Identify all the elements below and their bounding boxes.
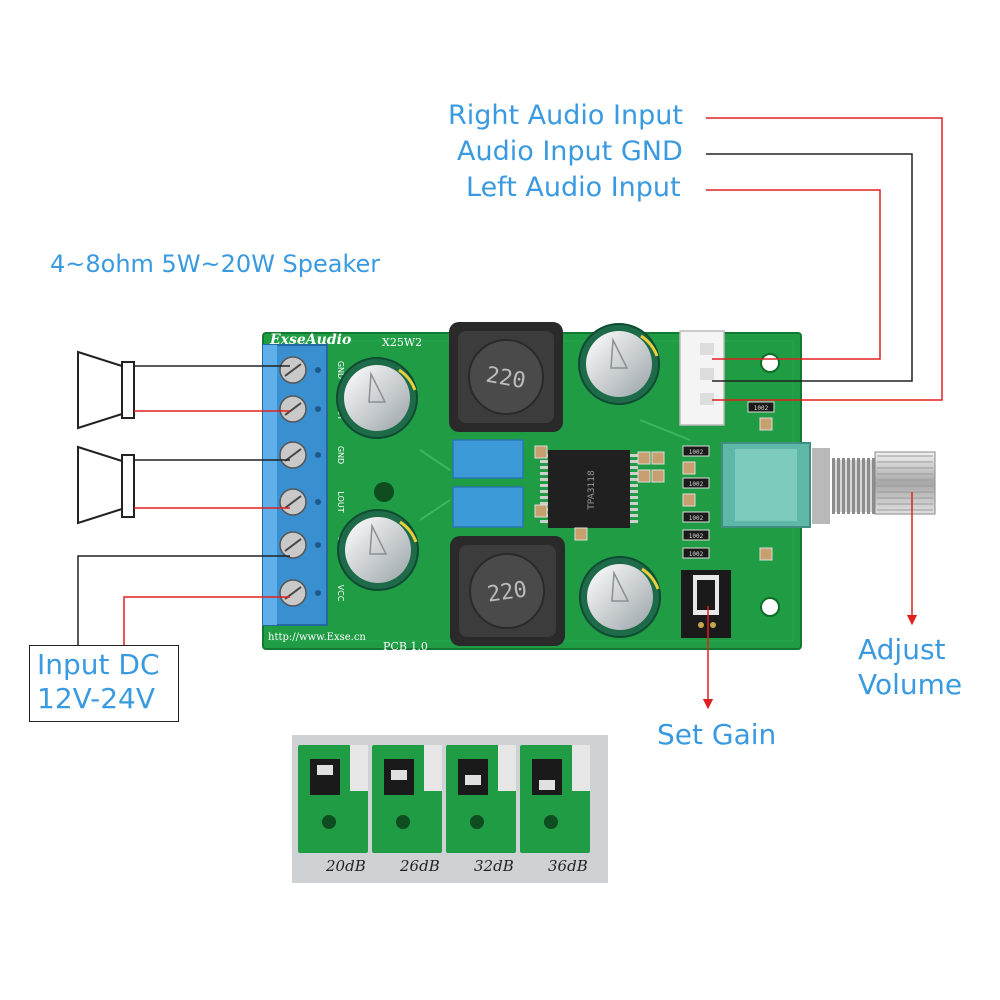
smd-capacitor <box>682 493 696 507</box>
speaker-icon <box>77 445 135 525</box>
input-dc-label: Input DC <box>37 648 160 681</box>
svg-text:1002: 1002 <box>689 449 704 456</box>
amplifier-chip: TPA3118 <box>540 450 638 528</box>
electrolytic-capacitor <box>337 509 419 591</box>
speaker-icon <box>77 350 135 430</box>
jumper-icon <box>384 759 414 795</box>
smd-resistor: 1002 <box>682 511 710 523</box>
smd-capacitor <box>637 469 651 483</box>
mounting-hole <box>374 482 394 502</box>
svg-text:1002: 1002 <box>689 533 704 540</box>
smd-capacitor <box>651 469 665 483</box>
gain-option-label: 20dB <box>326 857 366 875</box>
adjust-volume-label-1: Adjust <box>858 633 946 666</box>
gain-option-card <box>446 745 516 853</box>
gain-jumper-header <box>681 570 731 638</box>
smd-capacitor <box>651 451 665 465</box>
jumper-icon <box>458 759 488 795</box>
screw-terminal-block: GNDROUTGNDLOUTGNDVCC <box>262 344 345 626</box>
adjust-volume-label-2: Volume <box>858 668 963 701</box>
electrolytic-capacitor <box>579 556 661 638</box>
input-dc-voltage-label: 12V-24V <box>37 682 156 715</box>
gain-option-card <box>520 745 590 853</box>
mounting-hole <box>760 353 780 373</box>
wire-black <box>77 555 290 648</box>
wire-red <box>706 189 881 360</box>
smd-resistor: 1002 <box>682 547 710 559</box>
smd-resistor: 1002 <box>682 529 710 541</box>
left-audio-input-label: Left Audio Input <box>466 172 681 203</box>
mounting-hole <box>760 597 780 617</box>
wire-red <box>123 596 290 648</box>
smd-capacitor <box>534 445 548 459</box>
model-text: X25W2 <box>382 336 422 349</box>
input-dc-box: Input DC 12V-24V <box>29 645 179 722</box>
gain-options-panel: 20dB 26dB 32dB 36dB <box>292 735 608 883</box>
terminal-pin-label: LOUT <box>336 491 345 512</box>
film-capacitor <box>452 486 524 528</box>
electrolytic-capacitor <box>336 357 418 439</box>
gain-option-card <box>298 745 368 853</box>
jumper-icon <box>532 759 562 795</box>
smd-capacitor <box>574 527 588 541</box>
svg-text:1002: 1002 <box>689 551 704 558</box>
wire-red <box>706 117 943 401</box>
smd-capacitor <box>759 417 773 431</box>
speaker-spec-label: 4~8ohm 5W~20W Speaker <box>50 250 381 278</box>
svg-text:1002: 1002 <box>689 481 704 488</box>
smd-capacitor <box>759 547 773 561</box>
smd-resistor: 1002 <box>747 401 775 413</box>
audio-input-gnd-label: Audio Input GND <box>457 136 683 167</box>
gain-option-card <box>372 745 442 853</box>
chip-label: TPA3118 <box>587 470 597 511</box>
audio-input-header <box>679 330 725 426</box>
wire-black <box>706 153 913 382</box>
gain-option-label: 26dB <box>400 857 440 875</box>
right-audio-input-label: Right Audio Input <box>448 100 683 131</box>
smd-capacitor <box>682 461 696 475</box>
film-capacitor <box>452 439 524 479</box>
terminal-pin-label: VCC <box>336 585 345 602</box>
smd-resistor: 1002 <box>682 477 710 489</box>
electrolytic-capacitor <box>578 323 660 405</box>
smd-capacitor <box>534 504 548 518</box>
pcb-version-text: PCB 1.0 <box>383 640 428 653</box>
gain-option-label: 32dB <box>474 857 514 875</box>
smd-capacitor <box>637 451 651 465</box>
inductor-bottom: 220 <box>450 536 565 646</box>
inductor-bottom-label: 220 <box>486 577 529 607</box>
gain-option-label: 36dB <box>548 857 588 875</box>
terminal-pin-label: GND <box>336 446 345 464</box>
terminal-pin-label: GND <box>336 361 345 379</box>
url-text: http://www.Exse.cn <box>268 632 366 643</box>
svg-text:1002: 1002 <box>689 515 704 522</box>
set-gain-label: Set Gain <box>657 718 777 751</box>
svg-text:1002: 1002 <box>754 405 769 412</box>
volume-potentiometer <box>721 442 936 528</box>
inductor-top: 220 <box>449 322 563 432</box>
smd-resistor: 1002 <box>682 445 710 457</box>
jumper-icon <box>310 759 340 795</box>
